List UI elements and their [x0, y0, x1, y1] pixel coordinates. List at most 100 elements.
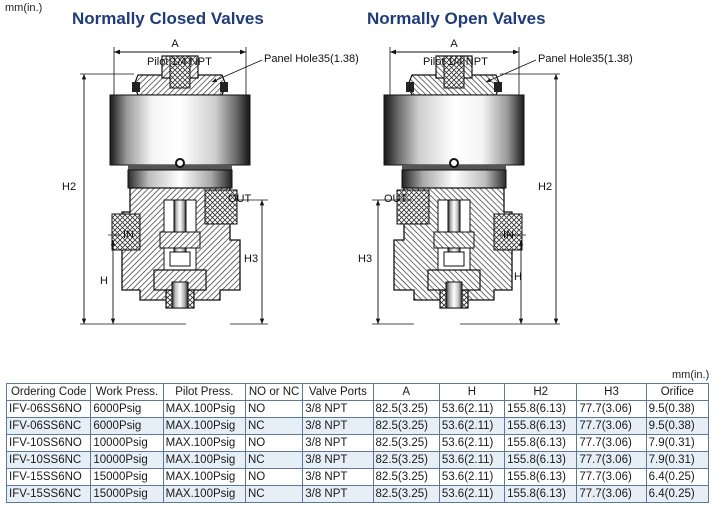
column-header: Orifice — [645, 383, 710, 401]
no-out-label: OUT — [384, 193, 408, 205]
nc-valve-title: Normally Closed Valves — [72, 9, 264, 28]
table-cell: 3/8 NPT — [302, 434, 374, 452]
column-header: Ordering Code — [5, 383, 92, 401]
table-cell: 77.7(3.06) — [576, 400, 647, 418]
table-cell: NO — [244, 400, 304, 418]
table-cell: 7.9(0.31) — [645, 434, 710, 452]
units-table: mm(in.) — [672, 369, 710, 381]
table-cell: 6.4(0.25) — [645, 468, 710, 486]
column-header: Valve Ports — [302, 383, 374, 401]
nc-dim-h2: H2 — [62, 181, 76, 193]
column-header: A — [372, 383, 440, 401]
table-cell: IFV-06SS6NO — [5, 400, 92, 418]
table-cell: 53.6(2.11) — [438, 417, 506, 435]
table-cell: 155.8(6.13) — [504, 451, 578, 469]
nc-out-label: OUT — [228, 193, 252, 205]
no-panel-hole-label: Panel Hole35(1.38) — [538, 53, 633, 65]
valve-drawings: A Pilot 1/4 NPT Panel Hole35(1.38) H2 H … — [62, 38, 633, 325]
table-cell: 15000Psig — [90, 485, 164, 503]
table-cell: 3/8 NPT — [302, 451, 374, 469]
column-header: H — [438, 383, 506, 401]
table-cell: 82.5(3.25) — [372, 485, 440, 503]
table-cell: 53.6(2.11) — [438, 485, 506, 503]
table-cell: 7.9(0.31) — [645, 451, 710, 469]
table-cell: 155.8(6.13) — [504, 468, 578, 486]
table-cell: 82.5(3.25) — [372, 434, 440, 452]
table-cell: 3/8 NPT — [302, 485, 374, 503]
table-cell: MAX.100Psig — [162, 485, 247, 503]
table-cell: 155.8(6.13) — [504, 417, 578, 435]
table-cell: MAX.100Psig — [162, 400, 247, 418]
column-header: H2 — [504, 383, 578, 401]
nc-dim-h: H — [100, 275, 108, 287]
table-cell: 9.5(0.38) — [645, 417, 710, 435]
table-cell: IFV-15SS6NO — [5, 468, 92, 486]
table-cell: 53.6(2.11) — [438, 434, 506, 452]
table-cell: 53.6(2.11) — [438, 451, 506, 469]
table-cell: 15000Psig — [90, 468, 164, 486]
table-cell: IFV-06SS6NC — [5, 417, 92, 435]
nc-valve-drawing: A Pilot 1/4 NPT Panel Hole35(1.38) H2 H … — [62, 38, 359, 325]
no-dim-h2: H2 — [538, 181, 552, 193]
table-cell: 77.7(3.06) — [576, 468, 647, 486]
nc-panel-hole-label: Panel Hole35(1.38) — [264, 53, 359, 65]
no-dim-a: A — [450, 38, 458, 50]
table-cell: 77.7(3.06) — [576, 417, 647, 435]
table-cell: 155.8(6.13) — [504, 400, 578, 418]
table-cell: NO — [244, 434, 304, 452]
no-pilot-label: Pilot 1/4 NPT — [423, 56, 488, 68]
table-cell: 82.5(3.25) — [372, 417, 440, 435]
table-cell: NC — [244, 485, 304, 503]
table-cell: 77.7(3.06) — [576, 485, 647, 503]
nc-dim-a: A — [171, 38, 179, 50]
no-dim-h: H — [514, 271, 522, 283]
nc-in-label: IN — [123, 229, 134, 241]
table-cell: 155.8(6.13) — [504, 434, 578, 452]
table-cell: 10000Psig — [90, 451, 164, 469]
column-header: Work Press. — [90, 383, 164, 401]
table-cell: MAX.100Psig — [162, 434, 247, 452]
table-cell: IFV-15SS6NC — [5, 485, 92, 503]
table-cell: IFV-10SS6NC — [5, 451, 92, 469]
table-cell: NO — [244, 468, 304, 486]
table-cell: 77.7(3.06) — [576, 434, 647, 452]
table-cell: NC — [244, 451, 304, 469]
table-cell: IFV-10SS6NO — [5, 434, 92, 452]
table-cell: 77.7(3.06) — [576, 451, 647, 469]
column-header: Pilot Press. — [162, 383, 247, 401]
nc-dim-h3: H3 — [244, 253, 258, 265]
table-cell: 3/8 NPT — [302, 417, 374, 435]
table-cell: MAX.100Psig — [162, 417, 247, 435]
table-cell: 3/8 NPT — [302, 468, 374, 486]
table-cell: NC — [244, 417, 304, 435]
table-cell: 155.8(6.13) — [504, 485, 578, 503]
table-cell: 53.6(2.11) — [438, 400, 506, 418]
table-cell: 6000Psig — [90, 400, 164, 418]
table-cell: 82.5(3.25) — [372, 400, 440, 418]
table-cell: 9.5(0.38) — [645, 400, 710, 418]
units-top: mm(in.) — [5, 2, 43, 14]
table-cell: 53.6(2.11) — [438, 468, 506, 486]
table-cell: MAX.100Psig — [162, 451, 247, 469]
table-cell: 82.5(3.25) — [372, 451, 440, 469]
table-cell: 82.5(3.25) — [372, 468, 440, 486]
column-header: H3 — [576, 383, 647, 401]
nc-pilot-label: Pilot 1/4 NPT — [147, 56, 212, 68]
no-valve-title: Normally Open Valves — [367, 9, 546, 28]
table-cell: 6.4(0.25) — [645, 485, 710, 503]
column-header: NO or NC — [244, 383, 304, 401]
table-cell: 6000Psig — [90, 417, 164, 435]
no-dim-h3: H3 — [358, 253, 372, 265]
table-cell: MAX.100Psig — [162, 468, 247, 486]
table-cell: 10000Psig — [90, 434, 164, 452]
no-valve-drawing: A Pilot 1/4 NPT Panel Hole35(1.38) H2 H … — [358, 38, 633, 325]
table-cell: 3/8 NPT — [302, 400, 374, 418]
